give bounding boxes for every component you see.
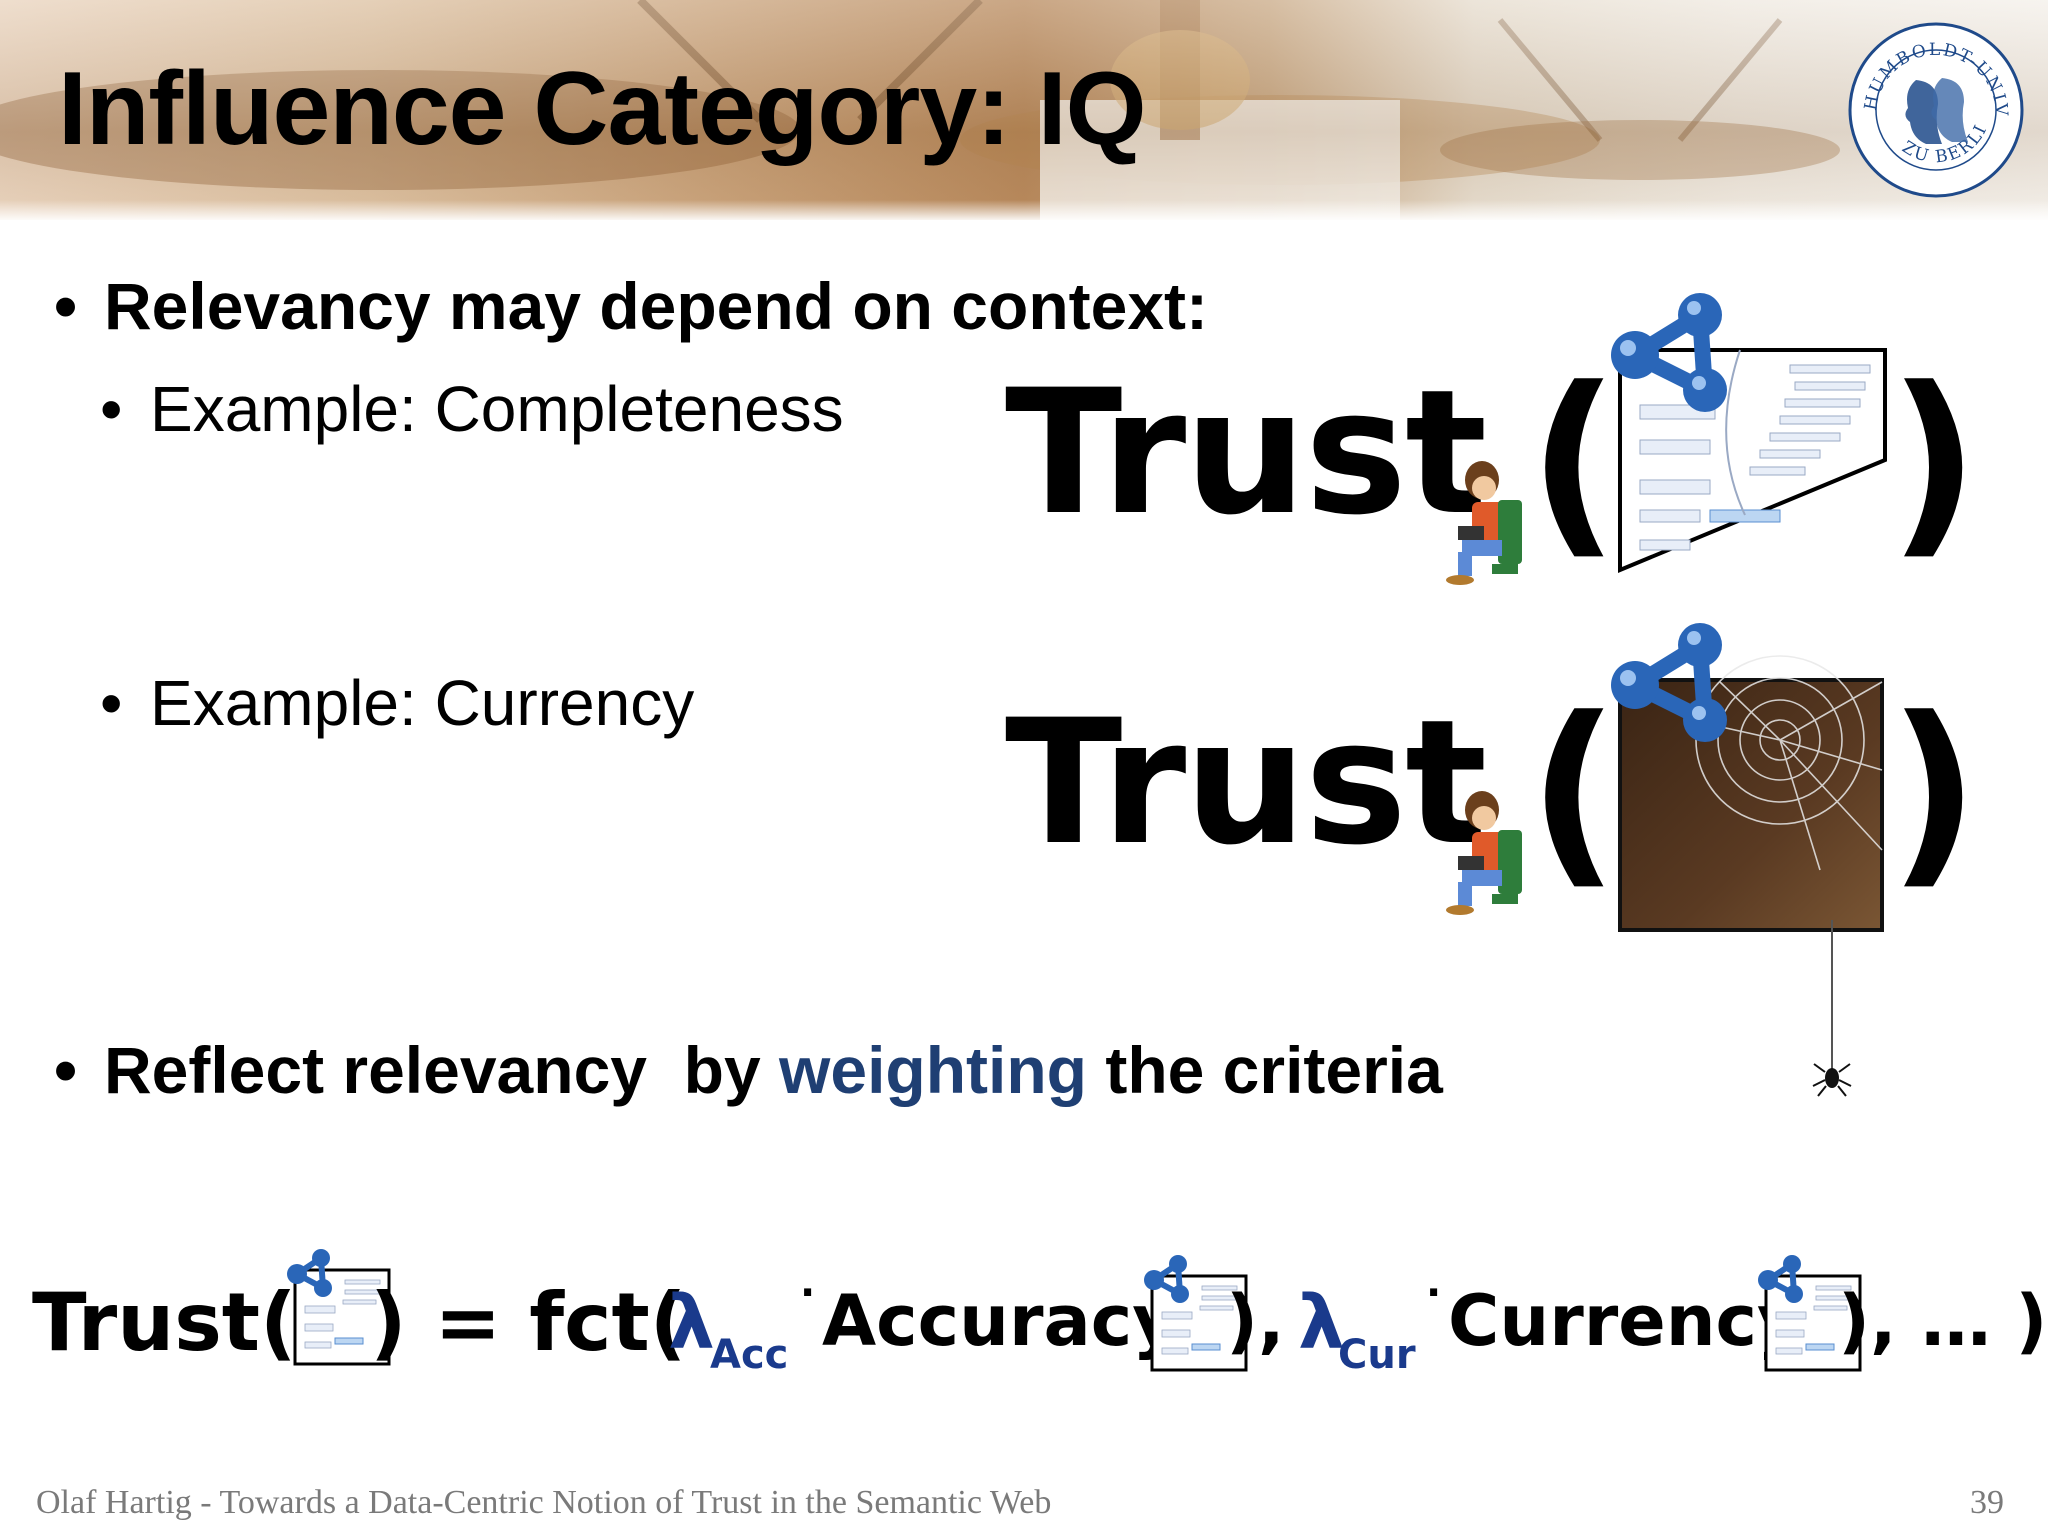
trust-word-2: Trust bbox=[1005, 682, 1487, 883]
bullet-example-completeness: •Example: Completeness bbox=[100, 373, 844, 445]
bullet-currency-text: Example: Currency bbox=[150, 667, 695, 739]
person-at-laptop-icon bbox=[1446, 791, 1522, 915]
formula-document-3 bbox=[1758, 1255, 1862, 1372]
paren-open-1: ( bbox=[1528, 345, 1620, 578]
spider-web-icon bbox=[1618, 655, 1884, 1075]
formula-close-eq: ) = fct( bbox=[370, 1276, 687, 1369]
document-icon bbox=[1764, 1274, 1862, 1372]
reflect-text-post: the criteria bbox=[1087, 1033, 1443, 1107]
document-icon bbox=[1150, 1274, 1248, 1372]
header-banner: Influence Category: IQ bbox=[0, 0, 2048, 220]
rdf-graph-icon bbox=[1144, 1255, 1189, 1303]
formula-lambda-cur: λ bbox=[1298, 1280, 1345, 1366]
trust-formula: Trust( ) = fct( λ Acc · Accuracy( bbox=[30, 1249, 2047, 1378]
person-at-laptop-icon bbox=[1446, 461, 1522, 585]
rdf-graph-icon bbox=[1611, 293, 1727, 412]
formula-accuracy: Accuracy( bbox=[822, 1280, 1210, 1362]
bullet-completeness-text: Example: Completeness bbox=[150, 373, 844, 445]
formula-document-2 bbox=[1144, 1255, 1248, 1372]
formula-sub-cur: Cur bbox=[1338, 1332, 1416, 1378]
bullet-reflect-relevancy: •Reflect relevancy by weighting the crit… bbox=[54, 1033, 1443, 1107]
formula-close-comma-1: ), bbox=[1226, 1280, 1285, 1362]
banner-shade bbox=[0, 0, 2048, 220]
formula-document-1 bbox=[287, 1249, 391, 1366]
bullet-example-currency: •Example: Currency bbox=[100, 667, 695, 739]
paren-close-1: ) bbox=[1888, 345, 1980, 578]
paren-open-2: ( bbox=[1528, 675, 1620, 908]
banner-fade bbox=[0, 200, 2048, 220]
paren-close-2: ) bbox=[1888, 675, 1980, 908]
completeness-document bbox=[1611, 293, 1887, 573]
formula-close-end: ), … ) bbox=[1838, 1280, 2048, 1362]
university-seal-icon: HUMBOLDT-UNIVERSITÄT ZU BERLIN bbox=[1846, 20, 2024, 198]
currency-document bbox=[1611, 623, 1884, 1097]
document-icon bbox=[293, 1268, 391, 1366]
rdf-graph-icon bbox=[1758, 1255, 1803, 1303]
footer-page-number: 39 bbox=[1970, 1484, 2004, 1521]
trust-word-1: Trust bbox=[1005, 352, 1487, 553]
rdf-graph-icon bbox=[287, 1249, 332, 1297]
document-icon bbox=[1618, 348, 1887, 573]
footer-author-title: Olaf Hartig - Towards a Data-Centric Not… bbox=[36, 1484, 1052, 1521]
formula-lambda-acc: λ bbox=[668, 1280, 715, 1366]
bullet-relevancy: •Relevancy may depend on context: bbox=[54, 269, 1208, 343]
reflect-text-pre: Reflect relevancy by bbox=[104, 1033, 780, 1107]
formula-sub-acc: Acc bbox=[710, 1332, 789, 1378]
rdf-graph-icon bbox=[1611, 623, 1727, 742]
formula-dot-2: · bbox=[1426, 1270, 1442, 1316]
formula-trust: Trust( bbox=[32, 1276, 297, 1369]
reflect-text-accent: weighting bbox=[779, 1033, 1087, 1107]
spider-icon bbox=[1812, 1063, 1852, 1097]
bullet-relevancy-text: Relevancy may depend on context: bbox=[104, 269, 1208, 343]
formula-dot-1: · bbox=[800, 1270, 816, 1316]
slide-title: Influence Category: IQ bbox=[58, 51, 1147, 167]
